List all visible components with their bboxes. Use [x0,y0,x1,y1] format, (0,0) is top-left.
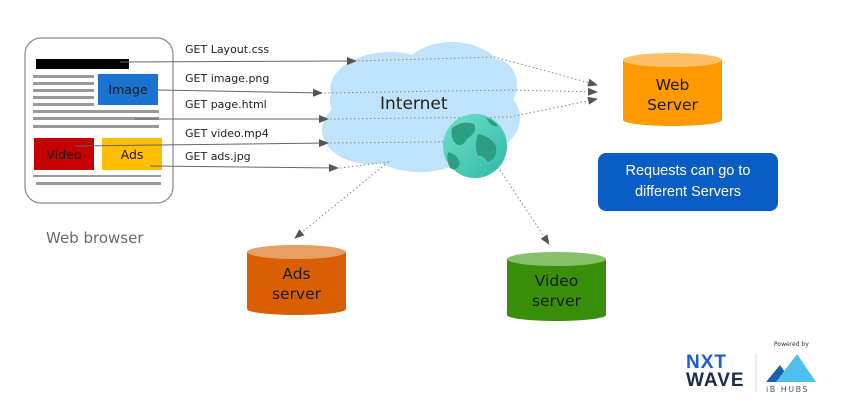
request-arrows [74,57,357,172]
web-server-label-line1: Web [655,76,690,94]
footer-line-1 [33,175,161,177]
video-server-cylinder [507,252,606,321]
video-server-label: Video server [507,271,606,311]
internet-label: Internet [380,94,448,114]
video-box [34,138,94,170]
request-label-page-html: GET page.html [185,98,267,111]
nxtwave-logo: NXT WAVE [686,352,745,391]
image-box [98,74,158,105]
note-line2: different Servers [634,184,742,200]
video-server-label-line1: Video [534,272,579,290]
request-label-image-png: GET image.png [185,72,270,85]
request-label-video-mp4: GET video.mp4 [185,127,269,140]
route-to-web-3 [329,96,598,120]
text-lines-left [33,75,94,106]
ibhubs-mountain-logo [766,354,816,382]
arrow-image-png [157,88,323,97]
ads-server-label: Ads server [247,264,346,304]
nxtwave-logo-wave: WAVE [686,370,745,391]
arrow-layout-css [119,57,357,66]
ads-box-label: Ads [120,147,144,162]
route-to-ads-server [294,161,390,239]
ads-server-label-line1: Ads [282,265,311,283]
web-server-label: Web Server [623,75,722,115]
route-to-video-server [499,169,550,245]
footer-line-2 [36,182,161,185]
note-line1: Requests can go to [625,163,751,179]
note-callout: Requests can go to different Servers [598,153,778,211]
ads-box [102,138,162,170]
powered-by-label: Powered by [774,341,809,348]
ads-server-label-line2: server [271,285,322,303]
request-label-layout-css: GET Layout.css [185,43,270,56]
web-browser-caption: Web browser [46,229,144,247]
dotted-routes [294,56,598,245]
globe-icon [443,114,507,178]
text-lines-full [33,110,159,128]
arrow-video-mp4 [74,139,329,148]
browser-title-bar [36,59,129,69]
image-box-label: Image [108,82,148,97]
web-browser-illustration [24,37,174,204]
request-label-ads-jpg: GET ads.jpg [185,150,251,163]
web-server-label-line2: Server [647,96,698,114]
ads-server-cylinder [247,245,346,315]
video-server-label-line2: server [531,292,582,310]
ibhubs-label: iB HUBS [766,385,810,394]
route-to-web-1 [357,56,598,87]
video-box-label: Video [46,147,82,162]
arrow-ads-jpg [149,163,339,172]
route-to-web-2 [323,87,598,96]
web-server-cylinder [623,53,722,126]
nxtwave-logo-nxt: NXT [686,352,727,373]
